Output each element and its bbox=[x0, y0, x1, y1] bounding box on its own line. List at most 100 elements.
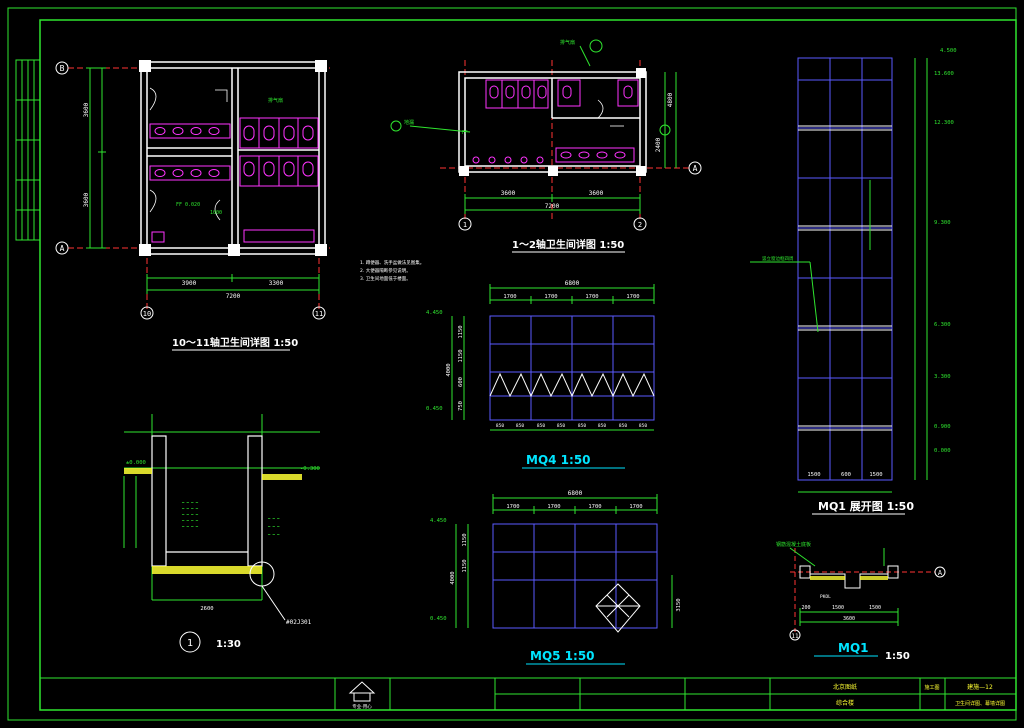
mq4-dim-top-1: 1700 bbox=[503, 294, 516, 300]
mq1-level-2: 13.600 bbox=[934, 71, 954, 77]
plan2-title: 1～2轴卫生间详图 1:50 bbox=[512, 238, 624, 251]
title-block-project: 综合楼 bbox=[836, 699, 854, 707]
mq1-elev-dim-2: 600 bbox=[841, 472, 851, 478]
plan2-fixtures bbox=[472, 79, 639, 164]
mq4-dim-side-3: 600 bbox=[458, 377, 464, 387]
mq1-detail-dim-3: 1500 bbox=[869, 605, 881, 611]
mq5-dim-total: 6800 bbox=[568, 490, 583, 497]
plan1-fixtures bbox=[149, 117, 319, 243]
mq5-dim-top-1: 1700 bbox=[506, 504, 519, 510]
section-callout-bubble bbox=[179, 631, 201, 653]
mq5-door bbox=[595, 583, 641, 633]
plan1-axis-bubble-10 bbox=[140, 306, 154, 320]
plan2-axis-bubble-a bbox=[688, 161, 702, 175]
mq5-dim-side-2: 1150 bbox=[462, 559, 468, 572]
section-annotation-block: ━ ━ ━ ━━ ━ ━ ━━ ━ ━ ━ ━ ━ ━ ━━ ━ ━ ━━ ━ … bbox=[181, 500, 280, 537]
plan1-columns bbox=[139, 60, 327, 256]
drawing-frame bbox=[7, 7, 1017, 721]
plan2-axis-1-label: 1 bbox=[463, 221, 467, 229]
mq5-dim-side-total: 4000 bbox=[450, 571, 456, 584]
mq4-dimension-lines bbox=[451, 284, 655, 431]
mq4-dim-side-total: 4000 bbox=[446, 363, 452, 376]
mq4-dim-bottom-3: 850 bbox=[537, 423, 545, 429]
plan1-walls bbox=[140, 61, 326, 255]
mq5-dim-right: 3150 bbox=[676, 598, 682, 611]
mq4-dim-bottom-7: 850 bbox=[619, 423, 627, 429]
mq1-detail-section bbox=[799, 565, 899, 589]
mq1-detail-axis-a: A bbox=[938, 569, 943, 577]
mq4-dim-side-2: 1150 bbox=[458, 349, 464, 362]
plan1-dim-left-1: 3600 bbox=[83, 102, 90, 117]
mq4-dim-bottom-1: 850 bbox=[496, 423, 504, 429]
title-block-logo-text: 专业·用心 bbox=[352, 703, 372, 710]
mq4-elevation: 6800 1700 1700 1700 1700 4.450 0.450 400… bbox=[426, 280, 655, 469]
mq1-detail-axis-11: 11 bbox=[791, 633, 799, 640]
mq1-elev-dimlines bbox=[750, 58, 928, 493]
section-callout-number: 1 bbox=[187, 638, 193, 649]
svg-text:━ ━ ━ ━: ━ ━ ━ ━ bbox=[181, 512, 199, 517]
plan1-axis-bubble-b bbox=[55, 61, 69, 75]
mq5-level-bottom: 0.450 bbox=[430, 616, 447, 622]
mq1-detail-hatch bbox=[810, 576, 888, 580]
plan2-axis-bubble-1 bbox=[458, 217, 472, 231]
mq4-dim-bottom-8: 850 bbox=[639, 423, 647, 429]
plan1-axis-b-label: B bbox=[60, 64, 65, 73]
mq4-dim-top-4: 1700 bbox=[626, 294, 639, 300]
mq4-dim-bottom-2: 850 bbox=[516, 423, 524, 429]
svg-text:━ ━ ━ ━: ━ ━ ━ ━ bbox=[181, 518, 199, 523]
plan1-annotations: 排气扇 FF 0.020 1000 bbox=[176, 97, 283, 216]
section-detail-circle bbox=[249, 561, 286, 621]
mq4-dim-bottom-4: 850 bbox=[557, 423, 565, 429]
mq4-dim-bottom-5: 850 bbox=[578, 423, 586, 429]
mq1-level-1: 4.500 bbox=[940, 48, 957, 54]
mq4-level-bottom: 0.450 bbox=[426, 406, 443, 412]
mq1-detail-total: 3600 bbox=[843, 616, 855, 622]
svg-text:━ ━ ━ ━: ━ ━ ━ ━ bbox=[181, 524, 199, 529]
mq5-dim-side-1: 1150 bbox=[462, 533, 468, 546]
plan1-dim-bottom-1: 3900 bbox=[182, 280, 197, 287]
plan1-note-1: 1. 蹲便器、洗手盆做法见图集。 bbox=[360, 259, 424, 266]
svg-text:━ ━ ━: ━ ━ ━ bbox=[267, 532, 280, 537]
mq4-panel-grid bbox=[489, 315, 655, 421]
plan-1-2-toilet: A 1 2 地漏 排气扇 bbox=[390, 39, 702, 253]
title-block: 专业·用心 北京图纸 综合楼 施工图 建施—12 卫生间详图、幕墙详图 bbox=[40, 677, 1016, 710]
plan-10-11-toilet: B A 10 11 bbox=[55, 60, 424, 351]
mq1-level-3: 12.300 bbox=[934, 120, 954, 126]
plan1-axis-10-label: 10 bbox=[143, 310, 151, 318]
plan2-axis-a-label: A bbox=[693, 164, 698, 173]
mq5-level-top: 4.450 bbox=[430, 518, 447, 524]
mq1-elev-label: 竖立窗边框四周 bbox=[762, 255, 794, 262]
title-block-logo bbox=[348, 681, 376, 702]
svg-text:1000: 1000 bbox=[210, 210, 222, 216]
plan2-label-ff: FF bbox=[462, 130, 468, 136]
mq4-dim-side-4: 750 bbox=[458, 401, 464, 411]
mq4-open-markers bbox=[489, 372, 655, 398]
plan2-dimension-lines bbox=[464, 72, 677, 214]
mq1-elev-transoms bbox=[798, 125, 892, 431]
section-hatch bbox=[124, 468, 302, 574]
mq4-dim-bottom-6: 850 bbox=[598, 423, 606, 429]
plan2-label-floor-drain: 地漏 bbox=[404, 119, 414, 126]
mq1-detail-axis-bubble-a bbox=[934, 566, 946, 578]
plan1-title: 10～11轴卫生间详图 1:50 bbox=[172, 336, 298, 349]
mq5-panel-grid bbox=[492, 523, 658, 629]
plan2-columns bbox=[459, 68, 646, 176]
mq1-detail: A 11 钢筋混凝土底板 PKOL 200 1500 1500 3600 MQ1… bbox=[776, 541, 946, 662]
title-block-company: 北京图纸 bbox=[833, 683, 857, 691]
mq1-elev-dim-3: 1500 bbox=[869, 472, 882, 478]
section-level-right: -0.300 bbox=[300, 466, 320, 472]
plan1-dim-left-2: 3600 bbox=[83, 192, 90, 207]
plan1-axis-11-label: 11 bbox=[315, 310, 323, 318]
plan1-dim-bottom-2: 3300 bbox=[269, 280, 284, 287]
title-block-drawing-name: 卫生间详图、幕墙详图 bbox=[955, 700, 1005, 707]
plan1-dimension-lines bbox=[86, 67, 320, 294]
mq5-title: MQ5 1:50 bbox=[530, 649, 595, 663]
section-scale: 1:30 bbox=[216, 639, 241, 650]
mq1-detail-note: PKOL bbox=[820, 594, 831, 600]
plan2-axis-bubble-2 bbox=[633, 217, 647, 231]
svg-text:━ ━ ━ ━: ━ ━ ━ ━ bbox=[181, 506, 199, 511]
plan2-leaders bbox=[390, 39, 671, 136]
plan1-axis-a-label: A bbox=[60, 244, 65, 253]
plan2-axis-2-label: 2 bbox=[638, 221, 642, 229]
